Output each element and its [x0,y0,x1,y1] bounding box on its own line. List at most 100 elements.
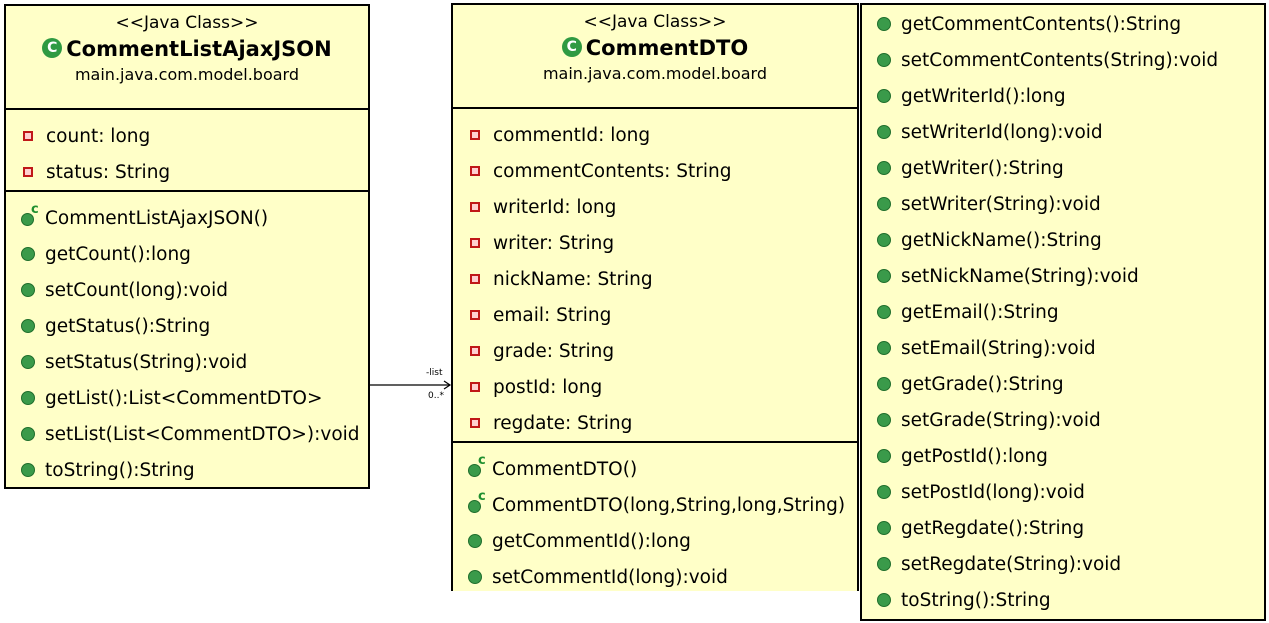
field-row[interactable]: writer: String [453,225,857,261]
private-field-icon [470,130,480,140]
method-row[interactable]: setWriter(String):void [862,186,1264,222]
method-row[interactable]: getRegdate():String [862,510,1264,546]
public-method-icon [877,89,891,103]
public-method-icon [21,247,35,261]
field-row[interactable]: count: long [6,118,368,154]
method-row[interactable]: toString():String [862,582,1264,618]
method-row[interactable]: getEmail():String [862,294,1264,330]
method-row[interactable]: setWriterId(long):void [862,114,1264,150]
method-row[interactable]: setCommentContents(String):void [862,42,1264,78]
field-row[interactable]: commentContents: String [453,153,857,189]
method-text: getNickName():String [901,229,1102,251]
method-row[interactable]: getWriter():String [862,150,1264,186]
field-text: grade: String [493,340,615,362]
constructor-icon: c [468,489,486,513]
field-row[interactable]: postId: long [453,369,857,405]
method-row[interactable]: getCommentId():long [453,523,857,559]
method-row[interactable]: setPostId(long):void [862,474,1264,510]
method-text: getStatus():String [45,315,211,337]
method-text: setRegdate(String):void [901,553,1122,575]
method-text: CommentDTO(long,String,long,String) [492,494,846,516]
association-role-label: -list [426,368,443,378]
method-row[interactable]: getWriterId():long [862,78,1264,114]
method-text: getWriterId():long [901,85,1066,107]
method-row[interactable]: getCount():long [6,236,368,272]
method-text: getCount():long [45,243,191,265]
method-row[interactable]: getList():List<CommentDTO> [6,380,368,416]
method-text: setStatus(String):void [45,351,248,373]
field-row[interactable]: grade: String [453,333,857,369]
public-method-icon [877,377,891,391]
method-text: CommentListAjaxJSON() [45,207,269,229]
private-field-icon [23,167,33,177]
stereotype-label: <<Java Class>> [583,12,727,32]
public-method-icon [877,161,891,175]
field-row[interactable]: nickName: String [453,261,857,297]
package-label: main.java.com.model.board [542,64,768,83]
method-row[interactable]: setEmail(String):void [862,330,1264,366]
association-arrow[interactable] [368,370,452,400]
method-row[interactable]: setCommentId(long):void [453,559,857,595]
method-text: getGrade():String [901,373,1064,395]
public-method-icon [877,305,891,319]
field-row[interactable]: regdate: String [453,405,857,441]
method-row[interactable]: getPostId():long [862,438,1264,474]
public-method-icon [21,427,35,441]
field-row[interactable]: status: String [6,154,368,190]
method-row[interactable]: setStatus(String):void [6,344,368,380]
class-name-text: CommentListAjaxJSON [66,37,332,61]
method-text: getEmail():String [901,301,1059,323]
private-field-icon [470,274,480,284]
method-text: getPostId():long [901,445,1048,467]
field-text: commentId: long [493,124,651,146]
public-method-icon [877,233,891,247]
public-method-icon [877,557,891,571]
method-text: setCommentContents(String):void [901,49,1219,71]
method-row[interactable]: setNickName(String):void [862,258,1264,294]
class-comment-dto-continued[interactable]: getCommentContents():String setCommentCo… [860,3,1266,621]
method-text: setWriterId(long):void [901,121,1103,143]
class-name-text: CommentDTO [585,36,749,60]
public-method-icon [877,485,891,499]
private-field-icon [470,346,480,356]
field-text: email: String [493,304,612,326]
method-row[interactable]: c CommentDTO(long,String,long,String) [453,487,857,523]
method-row[interactable]: getGrade():String [862,366,1264,402]
public-method-icon [21,463,35,477]
method-row[interactable]: toString():String [6,452,368,488]
field-row[interactable]: email: String [453,297,857,333]
public-method-icon [877,269,891,283]
method-row[interactable]: setRegdate(String):void [862,546,1264,582]
public-method-icon [877,125,891,139]
private-field-icon [470,238,480,248]
method-text: getList():List<CommentDTO> [45,387,323,409]
method-text: setNickName(String):void [901,265,1139,287]
method-row[interactable]: setList(List<CommentDTO>):void [6,416,368,452]
method-text: setCommentId(long):void [492,566,728,588]
method-row[interactable]: setCount(long):void [6,272,368,308]
public-method-icon [21,319,35,333]
public-method-icon [877,593,891,607]
method-row[interactable]: setGrade(String):void [862,402,1264,438]
field-row[interactable]: commentId: long [453,117,857,153]
public-method-icon [877,449,891,463]
field-row[interactable]: writerId: long [453,189,857,225]
method-row[interactable]: getNickName():String [862,222,1264,258]
field-text: commentContents: String [493,160,732,182]
public-method-icon [21,355,35,369]
method-row[interactable]: getStatus():String [6,308,368,344]
private-field-icon [470,202,480,212]
class-icon: C [42,38,63,58]
class-icon: C [561,37,582,57]
method-row[interactable]: getCommentContents():String [862,6,1264,42]
private-field-icon [470,418,480,428]
field-text: regdate: String [493,412,633,434]
